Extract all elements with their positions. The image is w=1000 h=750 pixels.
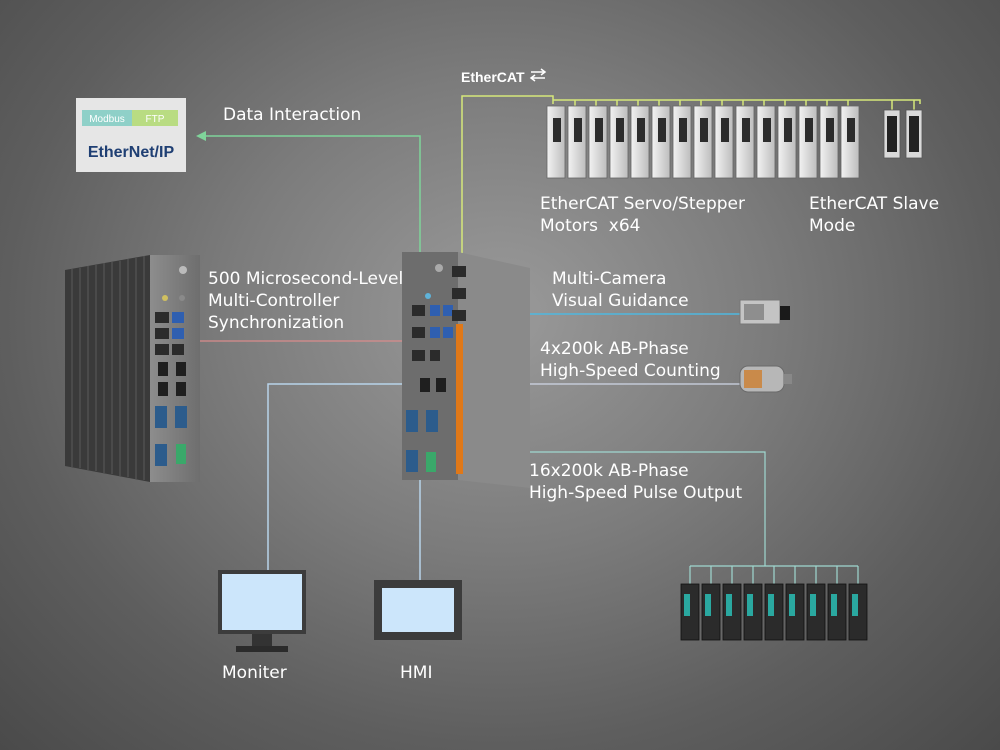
counting-label-line1: 4x200k AB-Phase: [540, 339, 689, 359]
servo-drives: [546, 105, 860, 179]
encoder-motor-icon: [739, 365, 792, 393]
ethercat-bus-line: [461, 95, 921, 262]
modbus-text: Modbus: [89, 114, 125, 125]
sync-label-line3: Synchronization: [208, 313, 345, 333]
sync-label-line2: Multi-Controller: [208, 291, 340, 311]
counting-label-line2: High-Speed Counting: [540, 361, 721, 381]
motion-controller: [402, 252, 530, 488]
hmi-label: HMI: [400, 663, 433, 683]
counting-label: 4x200k AB-Phase High-Speed Counting: [540, 338, 721, 382]
ethercat-logo: EtherCAT: [461, 69, 525, 85]
protocol-panel: [76, 98, 186, 172]
hmi-icon: [374, 580, 462, 640]
slave-mode-label: EtherCAT Slave Mode: [809, 193, 939, 237]
camera-icon: [739, 299, 790, 325]
camera-label-line1: Multi-Camera: [552, 269, 667, 289]
slave-label-line2: Mode: [809, 216, 856, 236]
monitor-icon: [218, 570, 306, 652]
modbus-tag: [82, 110, 132, 126]
sync-label-line1: 500 Microsecond-Level: [208, 269, 404, 289]
ftp-text: FTP: [146, 114, 165, 125]
ethercat-arrows-icon: [529, 68, 547, 82]
servo-label-line2: Motors x64: [540, 216, 641, 236]
camera-label: Multi-Camera Visual Guidance: [552, 268, 689, 312]
data-interaction-line: [205, 135, 421, 300]
pulse-label-line2: High-Speed Pulse Output: [529, 483, 743, 503]
slave-label-line1: EtherCAT Slave: [809, 194, 940, 214]
slave-modules: [883, 109, 923, 159]
servo-motors-label: EtherCAT Servo/Stepper Motors x64: [540, 193, 745, 237]
ftp-tag: [132, 110, 178, 126]
stepper-drivers: [680, 583, 868, 641]
servo-label-line1: EtherCAT Servo/Stepper: [540, 194, 745, 214]
pulse-label-line1: 16x200k AB-Phase: [529, 461, 689, 481]
pulse-output-line: [462, 451, 859, 585]
monitor-line: [267, 383, 420, 570]
data-interaction-label: Data Interaction: [223, 105, 362, 125]
monitor-label: Moniter: [222, 663, 287, 683]
camera-label-line2: Visual Guidance: [552, 291, 689, 311]
pulse-output-label: 16x200k AB-Phase High-Speed Pulse Output: [529, 460, 742, 504]
industrial-pc: [65, 255, 200, 482]
data-interaction-arrow: [196, 131, 206, 141]
ethernet-ip-logo: EtherNet/IP: [88, 144, 175, 161]
sync-label: 500 Microsecond-Level Multi-Controller S…: [208, 268, 403, 334]
